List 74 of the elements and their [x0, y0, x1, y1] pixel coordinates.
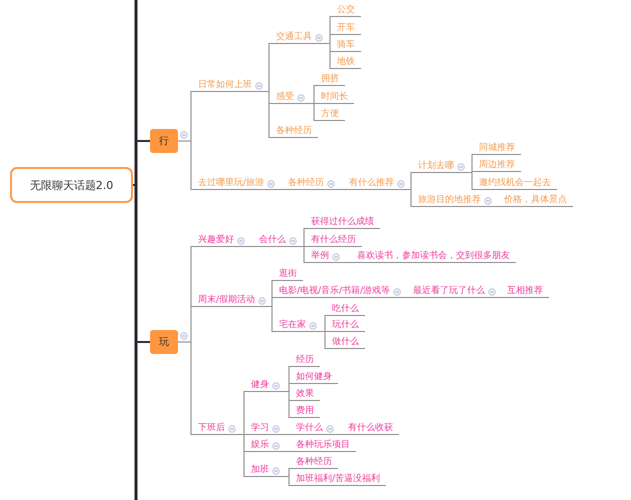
topic-label: 各种玩乐项目 [295, 440, 356, 452]
topic-label: 逛街 [278, 269, 303, 281]
connector-line [494, 206, 504, 207]
topic-label: 互相推荐 [506, 286, 549, 298]
topic-label: 各种经历 [275, 126, 318, 138]
topic-label: 举例 [310, 251, 342, 263]
topic-label: 下班后 [197, 423, 238, 435]
topic-label: 有什么经历 [310, 235, 362, 247]
connector-line [282, 476, 296, 486]
topic-label: 做什么 [331, 337, 365, 349]
topic-label: 各种经历 [287, 178, 337, 190]
topic-label: 最近看了玩了什么 [412, 286, 498, 298]
topic-label: 玩什么 [331, 320, 365, 332]
topic-label: 有什么推荐 [348, 178, 407, 190]
connector-line [298, 246, 310, 263]
connector-line [246, 246, 258, 247]
topic-label: 经历 [295, 355, 320, 367]
topic-label: 有什么收获 [347, 423, 399, 435]
connector-line [282, 451, 296, 452]
connector-line [178, 140, 198, 190]
topic-label: 感受 [275, 92, 307, 104]
topic-label: 旅游目的地推荐 [417, 195, 494, 207]
topic-label: 加班 [250, 465, 282, 477]
connector-line [406, 189, 418, 207]
topic-label: 方便 [320, 109, 345, 121]
topic-label: 周末/假期活动 [197, 295, 268, 307]
topic-label: 日常如何上班 [197, 80, 265, 92]
topic-label: 邀约找机会一起去 [478, 178, 557, 190]
topic-label: 地铁 [336, 57, 361, 69]
topic-label: 价格，具体景点 [503, 195, 573, 207]
topic-label: 时间长 [320, 92, 354, 104]
central-topic-box: 无限聊天话题2.0 [10, 167, 133, 203]
topic-label: 交通工具 [275, 32, 325, 44]
topic-label: 周边推荐 [478, 160, 521, 172]
connector-line [466, 172, 478, 190]
topic-label: 喜欢读书，参加读书会，交到很多朋友 [356, 251, 516, 263]
topic-label: 兴趣爱好 [197, 235, 247, 247]
topic-label: 拥挤 [320, 74, 345, 86]
connector-line [306, 103, 320, 121]
topic-label: 效果 [295, 389, 320, 401]
connector-line [342, 262, 356, 263]
connector-line [133, 184, 150, 343]
topic-label: 费用 [295, 406, 320, 418]
topic-label: 会什么 [258, 235, 299, 247]
topic-label: 骑车 [336, 40, 361, 52]
topic-label: 获得过什么成绩 [310, 217, 380, 229]
connector-line [498, 297, 506, 298]
main-topic-box: 玩 [150, 330, 178, 354]
main-topic-box: 行 [150, 129, 178, 153]
connector-line [336, 434, 348, 435]
connector-line [282, 434, 296, 435]
connector-line [402, 297, 412, 298]
topic-label: 健身 [250, 380, 282, 392]
connector-line [318, 331, 332, 349]
topic-label: 计划去哪 [417, 161, 467, 173]
topic-label: 宅在家 [278, 320, 319, 332]
topic-label: 开车 [336, 23, 361, 35]
topic-label: 同城推荐 [478, 143, 521, 155]
topic-label: 吃什么 [331, 304, 365, 316]
topic-label: 电影/电视/音乐/书籍/游戏等 [278, 286, 404, 298]
connector-line [238, 434, 250, 477]
connector-line [133, 140, 150, 186]
connector-line [336, 189, 348, 190]
topic-label: 公交 [336, 5, 361, 17]
topic-label: 如何健身 [295, 372, 338, 384]
topic-label: 各种经历 [295, 457, 338, 469]
topic-label: 加班福利/苦逼没福利 [295, 474, 386, 486]
topic-label: 去过哪里玩/旅游 [197, 178, 278, 190]
topic-label: 学习 [250, 423, 282, 435]
topic-label: 学什么 [295, 423, 336, 435]
connector-line [282, 391, 296, 418]
connector-line [324, 43, 336, 69]
topic-label: 娱乐 [250, 440, 282, 452]
connector-line [276, 189, 288, 190]
